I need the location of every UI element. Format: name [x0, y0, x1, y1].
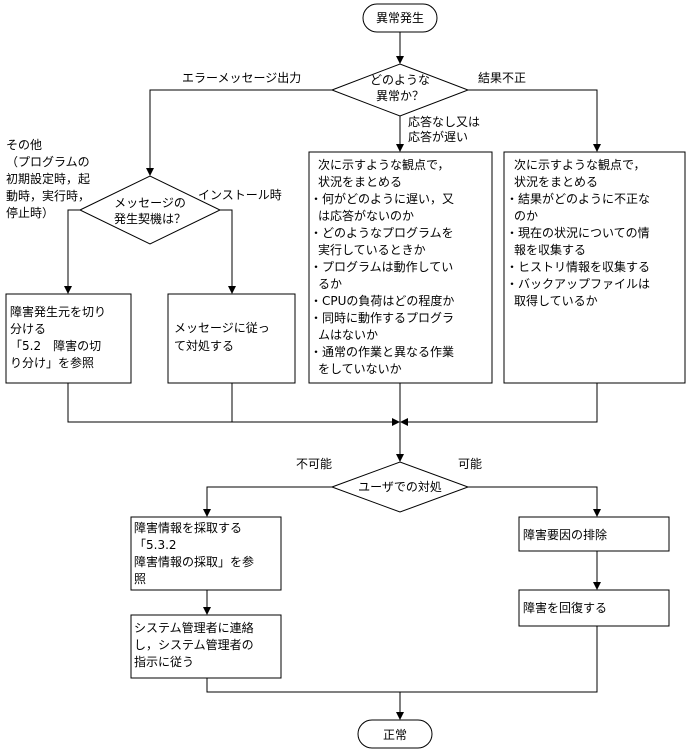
start-label: 異常発生 — [376, 11, 424, 25]
box-response-line3: ・何がどのように遅い，又 — [310, 191, 454, 206]
box-result-line6: 報を収集する — [514, 242, 586, 257]
edge-impossible-label: 不可能 — [296, 457, 332, 471]
box-collect-info — [130, 516, 282, 591]
decision-message-trigger-line2: 発生契機は？ — [114, 211, 186, 226]
edge-other-line1: その他 — [6, 138, 42, 152]
box-isolate-line4: り分け」を参照 — [10, 355, 94, 370]
edge-other-line3: 初期設定時，起 — [6, 171, 90, 186]
box-isolate-line1: 障害発生元を切り — [10, 304, 106, 319]
box-collect-line4: 照 — [134, 572, 146, 586]
arrow-head — [593, 144, 601, 152]
box-remove-cause-label: 障害要因の排除 — [523, 527, 607, 542]
box-isolate-line2: 分ける — [10, 322, 46, 336]
box-response-line5: ・どのようなプログラムを — [310, 226, 454, 240]
edge-no-response-line2: 応答が遅い — [408, 129, 468, 144]
edge-error-message-label: エラーメッセージ出力 — [182, 71, 301, 85]
box-result-line4: のか — [514, 209, 538, 223]
box-response-line7: ・プログラムは動作してい — [310, 260, 453, 274]
box-result-line2: 状況をまとめる — [514, 174, 598, 189]
arrow-head — [396, 144, 404, 152]
box-recover-label: 障害を回復する — [523, 600, 607, 615]
edge-wrong-result-label: 結果不正 — [478, 71, 526, 85]
arrow-head — [400, 418, 408, 426]
box-collect-line1: 障害情報を採取する — [134, 520, 242, 535]
edge-possible-label: 可能 — [458, 457, 482, 471]
arrow-head — [203, 607, 211, 615]
box-response-line12: ・通常の作業と異なる作業 — [310, 345, 454, 359]
box-response-analysis — [308, 151, 493, 384]
box-response-line10: ・同時に動作するプログラ — [310, 311, 454, 325]
box-response-line1: 次に示すような観点で， — [318, 158, 450, 172]
box-collect-line3: 障害情報の採取」を参 — [134, 554, 254, 569]
box-result-line5: ・現在の状況についての情 — [506, 225, 650, 240]
arrow-head — [146, 168, 154, 176]
box-result-line9: 取得しているか — [514, 293, 598, 308]
box-recover — [518, 589, 670, 627]
arrow-head — [396, 56, 404, 64]
arrow-head — [593, 582, 601, 590]
arrow-head — [203, 509, 211, 517]
arrow-head — [396, 712, 404, 720]
box-result-line1: 次に示すような観点で， — [514, 158, 646, 172]
decision-abnormal-type-line1: どのような — [370, 73, 430, 87]
decision-abnormal-type-line2: 異常か？ — [376, 89, 424, 103]
decision-user-handling-label: ユーザでの対処 — [358, 480, 442, 494]
box-isolate-line3: 「5.2 障害の切 — [10, 338, 101, 353]
edge-no-response-line1: 応答なし又は — [408, 114, 480, 129]
box-response-line2: 状況をまとめる — [318, 174, 402, 189]
box-follow-message — [167, 293, 296, 384]
box-result-line7: ・ヒストリ情報を収集する — [506, 259, 650, 274]
decision-message-trigger-line1: メッセージの — [114, 196, 186, 210]
box-contact-line1: システム管理者に連絡 — [134, 620, 254, 635]
box-response-line9: ・CPUの負荷はどの程度か — [310, 293, 454, 308]
box-collect-line2: 「5.3.2 — [134, 538, 177, 552]
end-node — [357, 719, 433, 749]
box-follow-message-line2: て対処する — [174, 339, 234, 353]
box-contact-line3: 指示に従う — [134, 654, 194, 669]
edge-other-line5: 停止時） — [6, 205, 54, 220]
box-result-line3: ・結果がどのように不正な — [506, 191, 650, 206]
box-contact-admin — [130, 614, 282, 679]
arrow-head — [64, 286, 72, 294]
box-result-line8: ・バックアップファイルは — [506, 277, 650, 291]
arrow-head — [392, 418, 400, 426]
decision-message-trigger — [78, 175, 222, 245]
end-label: 正常 — [383, 728, 407, 742]
arrow-head — [228, 286, 236, 294]
edge-install-label: インストール時 — [198, 188, 282, 202]
box-result-analysis — [503, 151, 686, 384]
edge-other-line4: 動時，実行時， — [6, 188, 90, 203]
edge-other-line2: （プログラムの — [6, 155, 90, 169]
box-remove-cause — [518, 516, 670, 552]
box-follow-message-line1: メッセージに従っ — [174, 321, 270, 335]
box-response-line13: をしていないか — [318, 362, 402, 376]
box-contact-line2: し，システム管理者の — [134, 637, 254, 652]
box-isolate-fault — [5, 293, 132, 384]
arrow-head — [396, 454, 404, 462]
box-response-line4: は応答がないのか — [318, 208, 414, 223]
arrow-head — [593, 509, 601, 517]
box-response-line8: るか — [318, 277, 342, 291]
box-response-line6: 実行しているときか — [318, 242, 426, 257]
box-response-line11: ムはないか — [318, 328, 378, 342]
